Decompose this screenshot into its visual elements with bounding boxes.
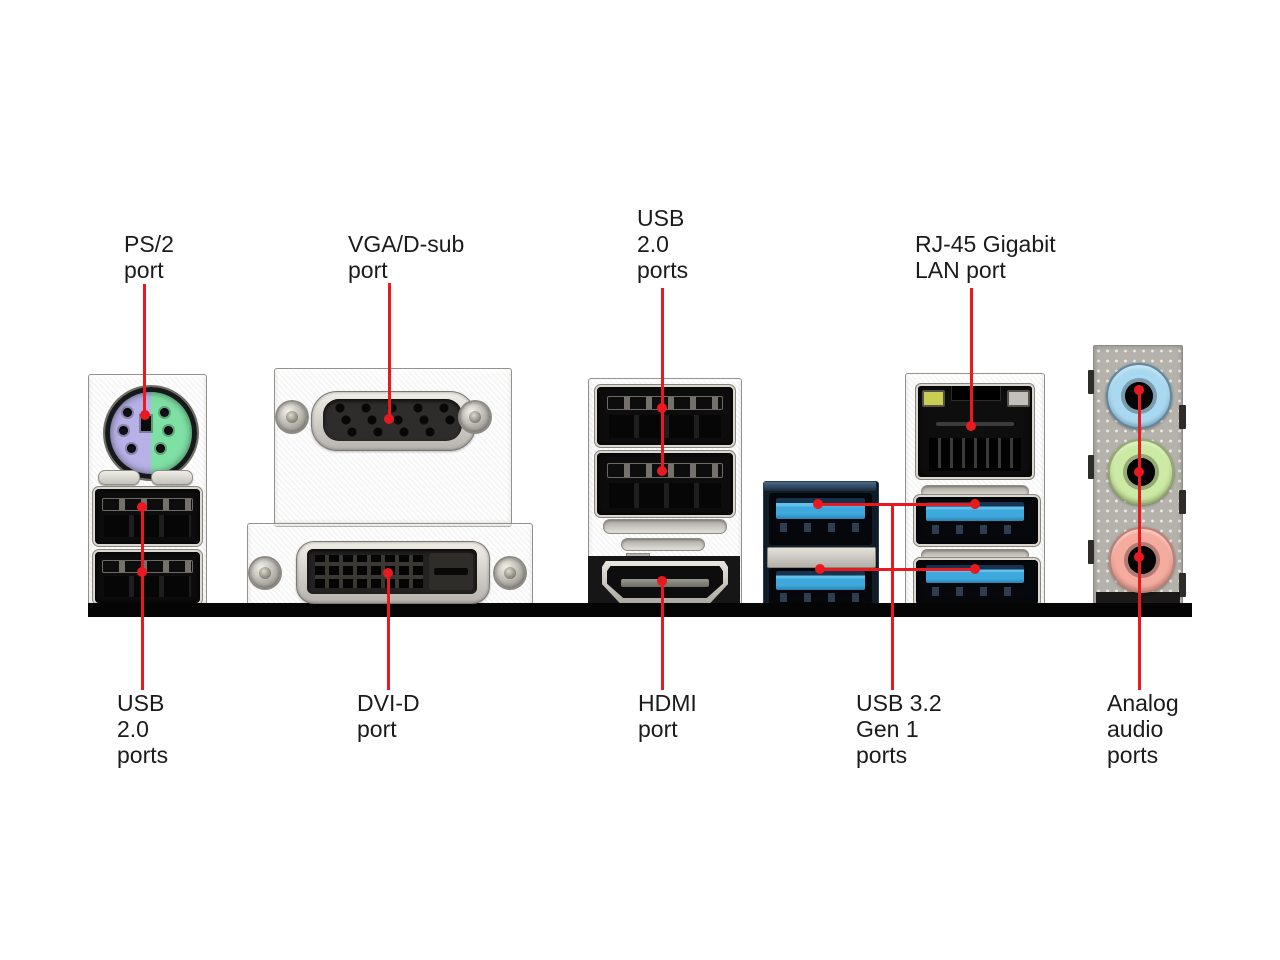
label-usb20-ports-bottom: USB 2.0 ports [117, 690, 169, 768]
label-rj45-lan-port: RJ-45 Gigabit LAN port [915, 231, 1056, 283]
annotation-dot-usb32-left-bottom [815, 564, 825, 574]
lan-led-right [1007, 390, 1030, 407]
dvi-screw-post-right [495, 558, 525, 588]
usb2-port-left-bottom [95, 552, 200, 603]
usb3-stack-lip [764, 482, 876, 491]
usb-tongue [102, 497, 193, 512]
annotation-dot-dvi [383, 568, 393, 578]
vent-slot [603, 519, 727, 534]
label-usb32-gen1-ports: USB 3.2 Gen 1 ports [856, 690, 942, 768]
ps2-key-slot [141, 416, 151, 431]
lan-led-left [922, 390, 945, 407]
label-hdmi-port: HDMI port [638, 690, 697, 742]
dvi-insert [307, 549, 477, 594]
annotation-line-hdmi [661, 580, 664, 690]
bracket-tab [98, 470, 140, 485]
bracket-clip [1179, 405, 1186, 429]
annotation-dot-hdmi [657, 576, 667, 586]
ps2-pin-hole [119, 426, 128, 435]
bracket-clip [1179, 490, 1186, 514]
annotation-dot-audio-2 [1134, 467, 1144, 477]
label-dvi-d-port: DVI-D port [357, 690, 420, 742]
annotation-dot-usb2-top-1 [657, 403, 667, 413]
motherboard-edge-bar [88, 603, 1192, 617]
bracket-clip [1088, 540, 1094, 564]
annotation-dot-usb32-left-top [813, 499, 823, 509]
usb-pins [932, 587, 1018, 596]
usb-tongue [926, 502, 1024, 521]
rj45-pin-comb [929, 438, 1021, 471]
bracket-clip [1088, 370, 1094, 394]
usb3-port-stack-bottom [769, 568, 872, 604]
annotation-dot-vga [384, 414, 394, 424]
usb-pins [780, 593, 862, 602]
label-ps2-port: PS/2 port [124, 231, 174, 283]
bracket-clip [1179, 573, 1186, 597]
annotation-line-usb2-bottom [141, 506, 144, 690]
usb-cavity [609, 414, 721, 439]
annotation-dot-rj45 [966, 421, 976, 431]
annotation-line-usb32-h2 [820, 568, 977, 571]
dvi-blade-slot [434, 568, 468, 575]
ps2-pin-hole [156, 444, 165, 453]
vga-screw-post-right [460, 402, 490, 432]
usb-cavity [104, 576, 191, 597]
usb2-port-mid-bottom [597, 453, 733, 515]
ps2-pin-hole [123, 408, 132, 417]
annotation-dot-usb2-top-2 [657, 466, 667, 476]
bracket-clip [1088, 455, 1094, 479]
usb2-port-left-top [95, 489, 200, 544]
usb-tongue [776, 571, 865, 590]
dvi-screw-post-left [250, 558, 280, 588]
annotation-dot-usb2-bottom-2 [137, 567, 147, 577]
usb-pins [780, 523, 862, 532]
dvi-pin-grid [315, 555, 423, 588]
audio-jack-mic [1109, 527, 1175, 593]
ps2-pin-hole [164, 426, 173, 435]
annotation-dot-ps2 [140, 410, 150, 420]
audio-jack-line-out [1108, 439, 1174, 505]
vga-pin-row [347, 427, 451, 437]
annotation-dot-audio-1 [1134, 385, 1144, 395]
dvi-blade-zone [429, 553, 473, 590]
rj45-clip-tab [951, 386, 1001, 401]
rj45-lan-port [918, 386, 1032, 477]
annotation-line-usb2-top [661, 288, 664, 472]
label-analog-audio-ports: Analog audio ports [1107, 690, 1179, 768]
annotation-line-vga [388, 283, 391, 420]
vga-pin-row [341, 415, 455, 425]
ps2-pin-hole [160, 408, 169, 417]
vent-slot [621, 538, 705, 551]
usb-cavity [609, 482, 721, 508]
usb-tongue [102, 560, 193, 573]
annotation-line-rj45 [970, 288, 973, 428]
annotation-line-ps2 [143, 284, 146, 416]
annotation-dot-usb2-bottom-1 [137, 502, 147, 512]
usb-cavity [104, 515, 191, 538]
dvi-d-port [296, 541, 490, 604]
vga-screw-post-left [277, 402, 307, 432]
bracket-tab [151, 470, 193, 485]
usb2-port-mid-top [597, 387, 733, 445]
bracket-usb-hdmi [588, 378, 742, 609]
label-usb20-ports-top: USB 2.0 ports [637, 205, 689, 283]
annotation-dot-usb32-right-top [970, 499, 980, 509]
usb-pins [932, 525, 1018, 534]
bracket-ps2-usb [88, 374, 207, 607]
ps2-combo-port [105, 387, 197, 479]
vga-pin-row [335, 403, 455, 413]
annotation-line-audio [1138, 389, 1141, 690]
ps2-pin-hole [127, 444, 136, 453]
annotation-line-usb32-h1 [818, 503, 977, 506]
annotation-dot-audio-3 [1134, 552, 1144, 562]
label-vga-dsub-port: VGA/D-sub port [348, 231, 465, 283]
annotation-dot-usb32-right-bottom [970, 564, 980, 574]
annotation-line-dvi [387, 572, 390, 690]
annotation-line-usb32 [891, 504, 894, 690]
